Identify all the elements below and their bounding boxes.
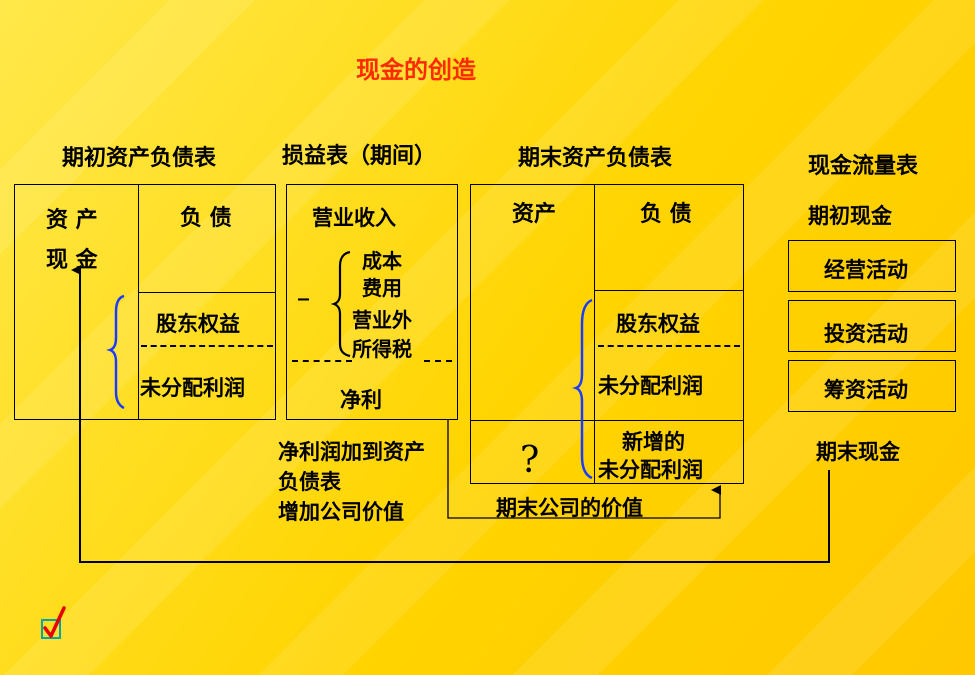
closing-bs-new-line2: 未分配利润 [598, 457, 703, 482]
closing-bs-equity: 股东权益 [616, 311, 700, 336]
cashflow-operating: 经营活动 [824, 257, 908, 282]
income-dash-left [292, 360, 352, 362]
opening-bs-frame [14, 184, 276, 420]
income-header: 损益表（期间） [282, 143, 437, 169]
income-item-expense: 费用 [362, 276, 402, 300]
closing-bs-divider [594, 184, 595, 484]
closing-bs-header: 期末资产负债表 [518, 145, 673, 171]
closing-bs-question: ? [520, 440, 540, 481]
closing-bs-liabilities: 负 债 [640, 201, 692, 227]
closing-bs-assets: 资产 [512, 201, 557, 227]
opening-bs-liab-line [138, 292, 276, 293]
opening-bs-assets: 资 产 [46, 207, 98, 233]
closing-bs-liab-line [594, 290, 744, 291]
cash-loop-line [71, 265, 830, 563]
income-item-cost: 成本 [362, 249, 402, 273]
closing-bs-dash [598, 345, 740, 347]
page-title: 现金的创造 [356, 55, 476, 84]
closing-bs-retained: 未分配利润 [598, 373, 703, 398]
opening-bs-divider [138, 184, 139, 420]
cashflow-opening: 期初现金 [808, 203, 892, 228]
income-item-nonop: 营业外 [352, 308, 412, 332]
income-item-tax: 所得税 [352, 337, 412, 361]
income-frame [286, 184, 458, 420]
cashflow-financing-box [788, 360, 956, 412]
cashflow-ending: 期末现金 [816, 439, 900, 464]
note-end-value: 期末公司的价值 [496, 495, 643, 520]
opening-bs-retained: 未分配利润 [140, 375, 245, 400]
cashflow-investing-box [788, 300, 956, 352]
cashflow-investing: 投资活动 [824, 321, 908, 346]
note-line2: 负债表 [278, 469, 341, 494]
opening-bs-header: 期初资产负债表 [62, 145, 217, 171]
checkmark-icon[interactable] [40, 606, 66, 642]
income-minus-sign: _ [298, 275, 309, 301]
income-revenue: 营业收入 [312, 205, 396, 230]
opening-bs-equity: 股东权益 [156, 311, 240, 336]
income-brace [330, 250, 351, 358]
closing-bs-bottom-line [470, 420, 744, 421]
opening-bs-dash [141, 345, 273, 347]
net-income-arrow-line [447, 420, 721, 519]
cashflow-financing: 筹资活动 [824, 377, 908, 402]
closing-bs-new-line1: 新增的 [622, 429, 685, 454]
income-dash-right [424, 360, 452, 362]
note-line1: 净利润加到资产 [278, 439, 425, 464]
opening-bs-liabilities: 负 债 [180, 205, 232, 231]
note-line3: 增加公司价值 [278, 499, 404, 524]
cashflow-header: 现金流量表 [808, 153, 919, 179]
income-net: 净利 [340, 387, 382, 412]
opening-bs-brace [106, 294, 125, 410]
cashflow-operating-box [788, 240, 956, 292]
closing-bs-frame [470, 184, 744, 484]
closing-bs-brace [572, 298, 593, 480]
